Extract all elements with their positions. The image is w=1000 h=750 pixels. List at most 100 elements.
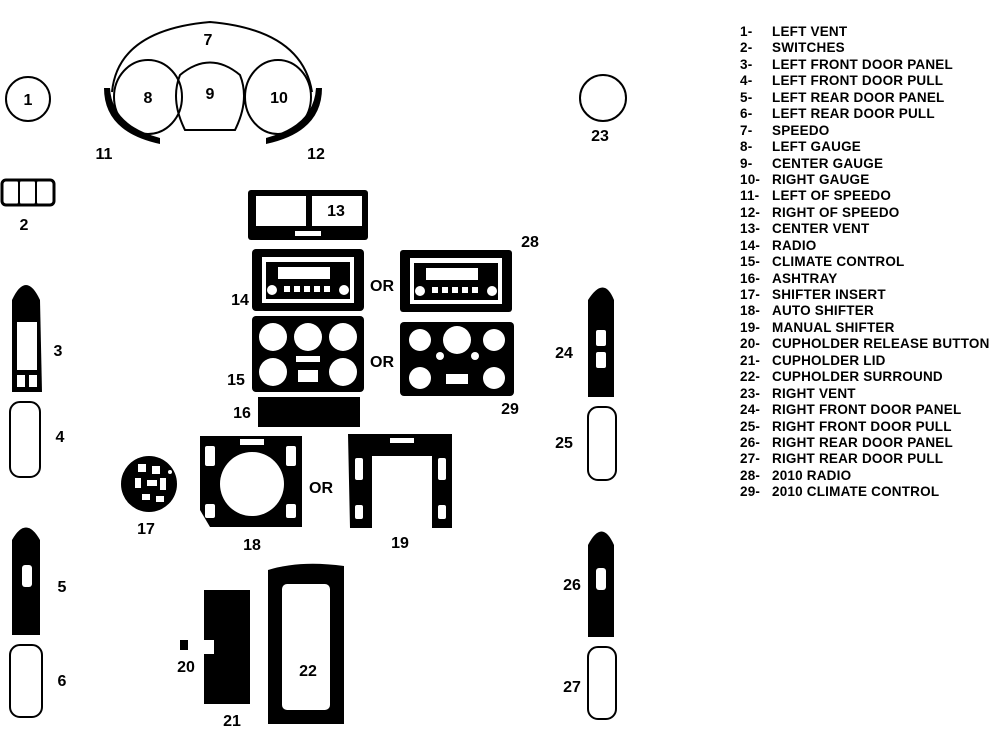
part-label-27: 27 — [563, 679, 581, 696]
legend-part-name: LEFT GAUGE — [772, 139, 861, 155]
part-11-left-of-speedo: 11 — [96, 88, 160, 163]
part-17-shifter-insert: 17 — [121, 456, 177, 538]
legend-number: 29- — [740, 484, 761, 500]
legend-part-name: RIGHT FRONT DOOR PANEL — [772, 402, 962, 418]
legend-part-name: LEFT FRONT DOOR PANEL — [772, 56, 953, 72]
legend-item-17: 17-SHIFTER INSERT — [740, 287, 1000, 303]
legend-part-name: RADIO — [772, 237, 817, 253]
legend-item-3: 3-LEFT FRONT DOOR PANEL — [740, 57, 1000, 73]
legend-item-22: 22-CUPHOLDER SURROUND — [740, 369, 1000, 385]
legend-item-19: 19- MANUAL SHIFTER — [740, 320, 1000, 336]
legend-item-7: 7- SPEEDO — [740, 123, 1000, 139]
part-6-left-rear-door-pull: 6 — [9, 644, 67, 718]
part-label-15: 15 — [227, 372, 245, 389]
part-label-1: 1 — [24, 92, 33, 109]
or-label-climate: OR — [370, 354, 394, 371]
legend-part-name: SPEEDO — [772, 122, 830, 138]
legend-item-10: 10-RIGHT GAUGE — [740, 172, 1000, 188]
legend-item-8: 8- LEFT GAUGE — [740, 139, 1000, 155]
legend-item-11: 11-LEFT OF SPEEDO — [740, 188, 1000, 204]
legend-part-name: SWITCHES — [772, 40, 845, 56]
legend-number: 22- — [740, 369, 761, 385]
part-25-right-front-door-pull: 25 — [555, 406, 617, 481]
legend-part-name: RIGHT VENT — [772, 385, 856, 401]
part-15-climate-control: 15 OR — [227, 316, 394, 392]
legend-part-name: LEFT FRONT DOOR PULL — [772, 73, 944, 89]
legend-item-24: 24- RIGHT FRONT DOOR PANEL — [740, 402, 1000, 418]
part-13-center-vent: 13 — [248, 190, 368, 240]
part-label-22: 22 — [299, 663, 317, 680]
legend-item-20: 20- CUPHOLDER RELEASE BUTTON — [740, 336, 1000, 352]
part-label-16: 16 — [233, 405, 251, 422]
legend-part-name: RIGHT OF SPEEDO — [772, 204, 900, 220]
part-label-18: 18 — [243, 537, 261, 554]
legend-item-25: 25-RIGHT FRONT DOOR PULL — [740, 419, 1000, 435]
legend-item-6: 6- LEFT REAR DOOR PULL — [740, 106, 1000, 122]
part-7-speedo: 7 — [111, 20, 313, 93]
legend-part-name: 2010 CLIMATE CONTROL — [772, 484, 940, 500]
legend-item-21: 21-CUPHOLDER LID — [740, 353, 1000, 369]
legend-part-name: RIGHT REAR DOOR PULL — [772, 451, 944, 467]
part-5-left-rear-door-panel: 5 — [12, 527, 67, 635]
legend-part-name: CLIMATE CONTROL — [772, 254, 905, 270]
legend-number: 1- — [740, 24, 753, 39]
legend-number: 19- — [740, 319, 761, 335]
legend-part-name: CENTER GAUGE — [772, 155, 884, 171]
legend-part-name: AUTO SHIFTER — [772, 303, 874, 319]
part-22-cupholder-surround: 22 — [268, 563, 344, 724]
legend-item-28: 28-2010 RADIO — [740, 468, 1000, 484]
part-18-auto-shifter: 18 OR — [200, 436, 333, 554]
part-8-left-gauge: 8 — [113, 59, 183, 135]
part-label-6: 6 — [58, 673, 67, 690]
part-3-left-front-door-panel: 3 — [12, 285, 63, 392]
legend-number: 27- — [740, 451, 761, 467]
part-26-right-rear-door-panel: 26 — [563, 531, 614, 637]
part-27-right-rear-door-pull: 27 — [563, 646, 617, 720]
legend-item-26: 26-RIGHT REAR DOOR PANEL — [740, 435, 1000, 451]
legend-part-name: LEFT VENT — [772, 24, 848, 39]
legend-number: 6- — [740, 106, 753, 122]
legend-number: 9- — [740, 155, 753, 171]
part-23-right-vent: 23 — [579, 74, 627, 145]
legend-part-name: LEFT REAR DOOR PULL — [772, 106, 935, 122]
part-label-13: 13 — [327, 203, 345, 220]
part-label-19: 19 — [391, 535, 409, 552]
part-label-10: 10 — [270, 90, 288, 107]
legend-item-9: 9- CENTER GAUGE — [740, 156, 1000, 172]
part-label-20: 20 — [177, 659, 195, 676]
legend-number: 17- — [740, 287, 761, 302]
legend-item-15: 15-CLIMATE CONTROL — [740, 254, 1000, 270]
legend-number: 28- — [740, 467, 761, 483]
part-label-9: 9 — [206, 86, 215, 103]
part-24-right-front-door-panel: 24 — [555, 287, 614, 397]
part-label-17: 17 — [137, 521, 155, 538]
legend-part-name: LEFT OF SPEEDO — [772, 188, 892, 204]
legend-part-name: LEFT REAR DOOR PANEL — [772, 89, 945, 105]
part-label-5: 5 — [58, 579, 67, 596]
legend-number: 20- — [740, 336, 761, 352]
part-10-right-gauge: 10 — [244, 59, 312, 135]
legend-part-name: ASHTRAY — [772, 270, 838, 286]
part-21-cupholder-lid: 21 — [204, 590, 250, 730]
legend-number: 5- — [740, 89, 753, 105]
legend-part-name: CUPHOLDER RELEASE BUTTON — [772, 336, 990, 352]
legend-part-name: MANUAL SHIFTER — [772, 319, 895, 335]
part-9-center-gauge: 9 — [175, 61, 245, 131]
part-label-28: 28 — [521, 234, 539, 251]
legend-number: 21- — [740, 352, 761, 368]
legend-number: 14- — [740, 237, 761, 253]
legend-number: 8- — [740, 139, 753, 155]
legend-number: 7- — [740, 122, 753, 138]
legend-item-1: 1- LEFT VENT — [740, 24, 1000, 40]
legend-number: 2- — [740, 40, 753, 56]
legend-number: 24- — [740, 402, 761, 418]
part-label-12: 12 — [307, 146, 325, 163]
legend-part-name: CENTER VENT — [772, 221, 870, 237]
legend-item-14: 14- RADIO — [740, 238, 1000, 254]
legend-item-12: 12-RIGHT OF SPEEDO — [740, 205, 1000, 221]
part-label-8: 8 — [144, 90, 153, 107]
legend-number: 23- — [740, 385, 761, 401]
legend-number: 26- — [740, 434, 761, 450]
